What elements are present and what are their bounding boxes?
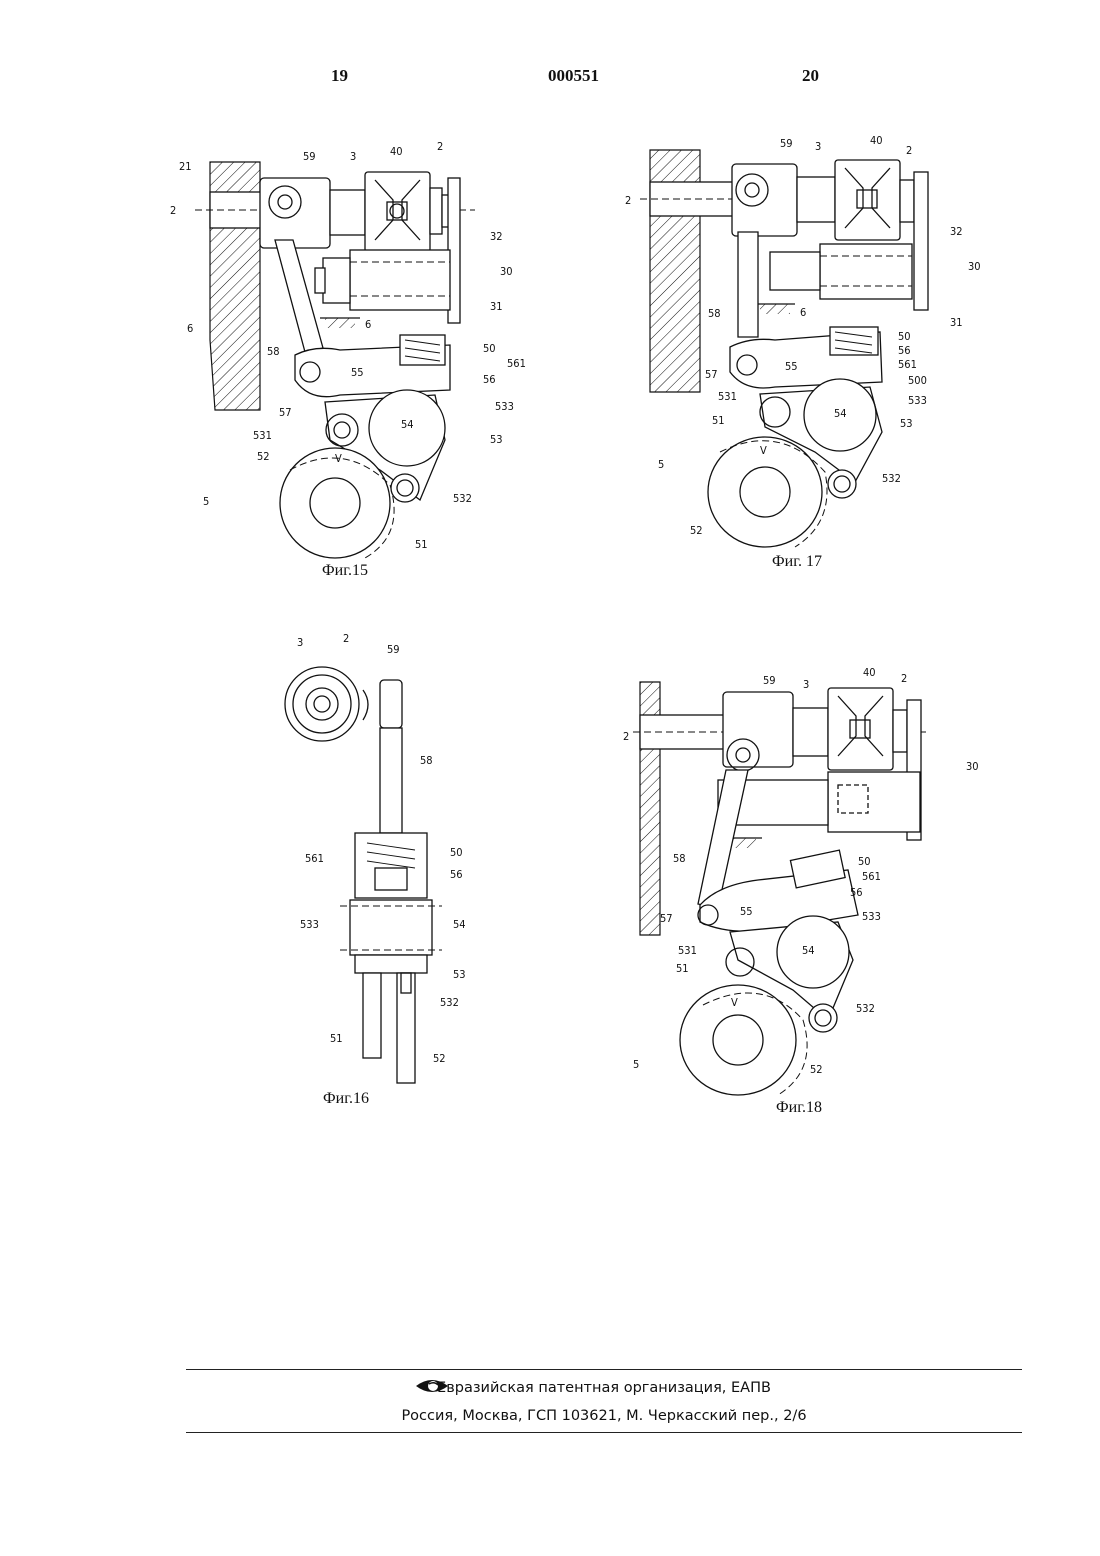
fig18-label: 561 xyxy=(862,870,881,883)
figure-18-drawing: 59 3 40 2 2 30 58 50 561 56 57 55 533 53… xyxy=(618,660,988,1100)
fig15-label: 57 xyxy=(279,406,292,419)
fig17-label: 51 xyxy=(712,414,725,427)
fig18-label: 2 xyxy=(901,672,907,685)
page-number-right: 20 xyxy=(802,66,819,86)
fig17-label: 31 xyxy=(950,316,963,329)
fig15-label: 532 xyxy=(453,492,472,505)
publisher-footer: Евразийская патентная организация, ЕАПВ … xyxy=(186,1369,1022,1433)
fig17-label: 58 xyxy=(708,307,721,320)
fig18-label: 533 xyxy=(862,910,881,923)
fig17-label: 56 xyxy=(898,344,911,357)
fig17-label: 2 xyxy=(906,144,912,157)
fig15-label: 2 xyxy=(437,140,443,153)
figure-17-drawing: 2 59 3 40 2 32 30 58 6 31 50 56 561 500 … xyxy=(620,132,980,552)
figure-16-caption: Фиг.16 xyxy=(323,1090,369,1108)
fig16-label: 50 xyxy=(450,846,463,859)
fig17-label: 53 xyxy=(900,417,913,430)
fig15-label: 55 xyxy=(351,366,364,379)
fig17-label: 59 xyxy=(780,137,793,150)
fig17-label: 55 xyxy=(785,360,798,373)
fig18-label: 57 xyxy=(660,912,673,925)
fig18-label: 5 xyxy=(633,1058,639,1071)
figure-15-drawing: 21 2 59 3 40 2 32 30 31 6 6 58 50 561 55… xyxy=(165,140,545,570)
fig18-label: 56 xyxy=(850,886,863,899)
fig15-label: 21 xyxy=(179,160,192,173)
fig16-label: 2 xyxy=(343,632,349,645)
fig17-label: 500 xyxy=(908,374,927,387)
fig18-label: V xyxy=(731,996,738,1009)
fig17-label: 5 xyxy=(658,458,664,471)
page-number-left: 19 xyxy=(331,66,348,86)
fig18-label: 55 xyxy=(740,905,753,918)
fig17-label: 30 xyxy=(968,260,981,273)
fig15-label: 2 xyxy=(170,204,176,217)
fig18-label: 3 xyxy=(803,678,809,691)
fig17-label: 561 xyxy=(898,358,917,371)
fig17-label: 533 xyxy=(908,394,927,407)
fig18-label: 40 xyxy=(863,666,876,679)
fig18-label: 2 xyxy=(623,730,629,743)
fig16-label: 51 xyxy=(330,1032,343,1045)
fig16-label: 54 xyxy=(453,918,466,931)
fig17-label: 57 xyxy=(705,368,718,381)
fig15-label: 32 xyxy=(490,230,503,243)
fig18-label: 52 xyxy=(810,1063,823,1076)
fig17-label: 6 xyxy=(800,306,806,319)
fig16-label: 561 xyxy=(305,852,324,865)
figure-18-caption: Фиг.18 xyxy=(776,1099,822,1117)
fig15-label: 531 xyxy=(253,429,272,442)
fig17-label: 532 xyxy=(882,472,901,485)
fig17-label: 52 xyxy=(690,524,703,537)
fig15-label: 54 xyxy=(401,418,414,431)
fig15-label: 53 xyxy=(490,433,503,446)
fig15-label: 31 xyxy=(490,300,503,313)
fig18-label: 532 xyxy=(856,1002,875,1015)
fig15-label: 533 xyxy=(495,400,514,413)
fig16-label: 52 xyxy=(433,1052,446,1065)
fig18-label: 58 xyxy=(673,852,686,865)
fig16-label: 532 xyxy=(440,996,459,1009)
fig17-label: V xyxy=(760,444,767,457)
figure-17-caption: Фиг. 17 xyxy=(772,553,822,571)
fig18-label: 51 xyxy=(676,962,689,975)
fig17-label: 2 xyxy=(625,194,631,207)
fig15-label: 58 xyxy=(267,345,280,358)
fig15-label: 5 xyxy=(203,495,209,508)
fig18-label: 54 xyxy=(802,944,815,957)
document-number: 000551 xyxy=(548,66,599,86)
fig18-label: 50 xyxy=(858,855,871,868)
fig16-label: 3 xyxy=(297,636,303,649)
fig15-label: 50 xyxy=(483,342,496,355)
fig18-label: 30 xyxy=(966,760,979,773)
fig17-label: 54 xyxy=(834,407,847,420)
footer-organization: Евразийская патентная организация, ЕАПВ xyxy=(186,1380,1022,1396)
figure-15-caption: Фиг.15 xyxy=(322,562,368,580)
fig16-label: 59 xyxy=(387,643,400,656)
fig15-label: 561 xyxy=(507,357,526,370)
fig15-label: 30 xyxy=(500,265,513,278)
fig18-label: 59 xyxy=(763,674,776,687)
fig15-label: 6 xyxy=(187,322,193,335)
fig17-label: 50 xyxy=(898,330,911,343)
fig15-label: 51 xyxy=(415,538,428,551)
fig15-label: 56 xyxy=(483,373,496,386)
fig16-label: 56 xyxy=(450,868,463,881)
fig16-label: 58 xyxy=(420,754,433,767)
fig17-label: 32 xyxy=(950,225,963,238)
fig16-label: 533 xyxy=(300,918,319,931)
footer-address: Россия, Москва, ГСП 103621, М. Черкасски… xyxy=(186,1408,1022,1424)
figure-16-drawing: 3 2 59 58 561 50 56 533 54 53 532 51 52 xyxy=(275,628,495,1088)
fig15-label: 3 xyxy=(350,150,356,163)
fig15-label: 6 xyxy=(365,318,371,331)
fig15-label: V xyxy=(335,452,342,465)
fig15-label: 52 xyxy=(257,450,270,463)
fig16-label: 53 xyxy=(453,968,466,981)
fig18-label: 531 xyxy=(678,944,697,957)
fig17-label: 531 xyxy=(718,390,737,403)
fig17-label: 40 xyxy=(870,134,883,147)
fig17-label: 3 xyxy=(815,140,821,153)
fig15-label: 59 xyxy=(303,150,316,163)
fig15-label: 40 xyxy=(390,145,403,158)
